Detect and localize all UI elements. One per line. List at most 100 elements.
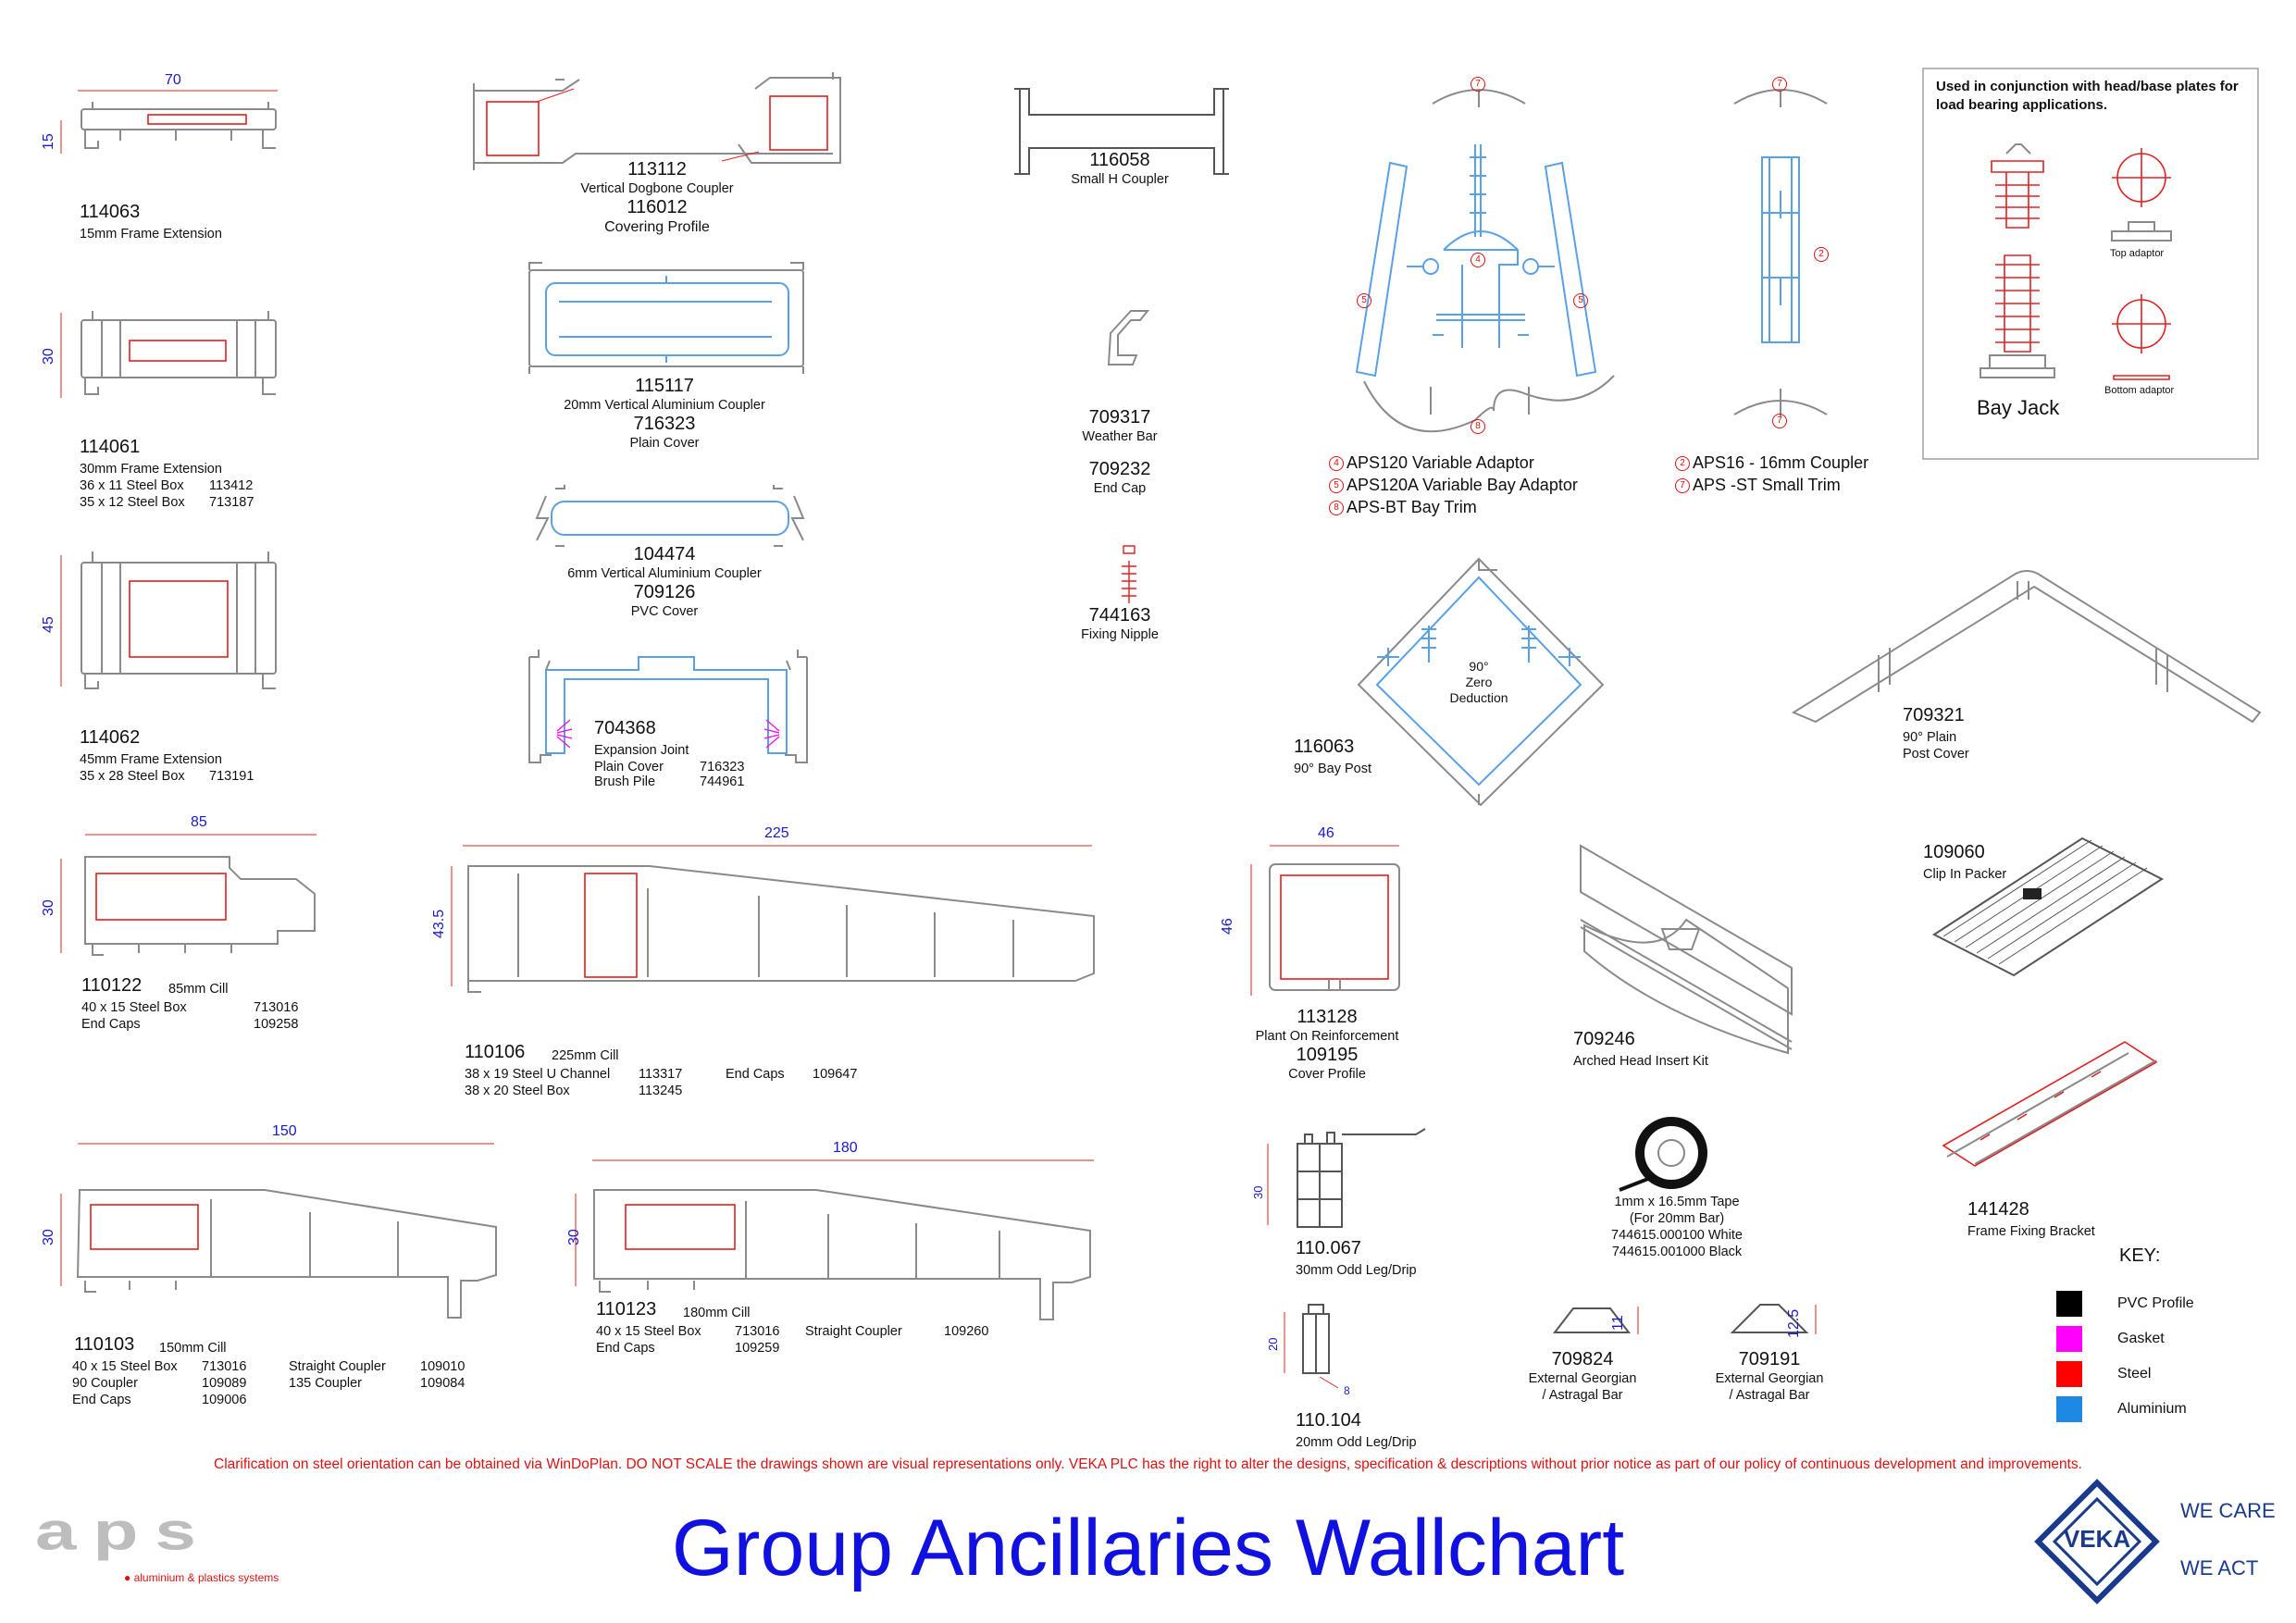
code-709232: 709232: [1088, 459, 1151, 479]
code-113112: 113112: [627, 159, 687, 180]
desc-116012: Covering Profile: [604, 219, 710, 236]
profile-709321-drawing: [1791, 570, 2262, 724]
key-item-steel: Steel: [2056, 1357, 2194, 1392]
label-113112: 113112 Vertical Dogbone Coupler 116012 C…: [566, 159, 748, 237]
desc-109060: Clip In Packer: [1923, 867, 2007, 882]
code-110104: 110.104: [1296, 1410, 1361, 1431]
label-113128: 113128 Plant On Reinforcement 109195 Cov…: [1244, 1007, 1410, 1083]
dim-width-110106: 225: [764, 825, 789, 841]
desc-104474: 6mm Vertical Aluminium Coupler: [567, 566, 762, 581]
dim-height-110122: 30: [41, 899, 56, 916]
label-709824: 709824 External Georgian / Astragal Bar: [1518, 1349, 1647, 1404]
dim-709191: 12.5: [1786, 1308, 1802, 1338]
key-swatch-steel: [2056, 1361, 2082, 1387]
desc-709126: PVC Cover: [630, 604, 699, 620]
code-114062: 114062: [80, 727, 141, 748]
code-744163: 744163: [1088, 605, 1151, 626]
bay-jack-top-adaptor: Top adaptor: [2110, 248, 2165, 259]
veka-logo: VEKA: [2032, 1477, 2162, 1606]
code-709126: 709126: [633, 582, 696, 603]
dim-width-113128: 46: [1318, 825, 1334, 841]
desc-709246: Arched Head Insert Kit: [1573, 1054, 1708, 1069]
desc-110122: 85mm Cill: [168, 982, 229, 997]
bay-jack-bottom-adaptor: Bottom adaptor: [2104, 385, 2175, 396]
label-709191: 709191 External Georgian / Astragal Bar: [1705, 1349, 1834, 1404]
dim-height-113128: 46: [1220, 918, 1235, 935]
desc-116058: Small H Coupler: [1071, 172, 1169, 187]
code-109195: 109195: [1296, 1045, 1359, 1066]
aps-logo: aps ● aluminium & plastics systems: [35, 1501, 279, 1584]
dim-height-114063: 15: [41, 133, 56, 150]
key-swatch-aluminium: [2056, 1396, 2082, 1422]
dim-height-110106: 43.5: [431, 909, 447, 938]
desc-114062: 45mm Frame Extension: [80, 752, 222, 767]
code-110103: 110103: [74, 1334, 135, 1355]
profile-709824-drawing: [1552, 1307, 1639, 1334]
profile-110122-drawing: [60, 834, 316, 956]
profile-110123-drawing: [575, 1159, 1094, 1320]
profile-709191-drawing: [1730, 1304, 1817, 1334]
dim-height-110067: 30: [1251, 1185, 1265, 1199]
desc-744163: Fixing Nipple: [1081, 627, 1159, 642]
code-116012: 116012: [627, 197, 688, 218]
disclaimer: Clarification on steel orientation can b…: [214, 1456, 2082, 1472]
desc-709321-line-2: Post Cover: [1903, 747, 1969, 762]
page-title: Group Ancillaries Wallchart: [671, 1504, 1625, 1592]
label-744163: 744163 Fixing Nipple: [1064, 605, 1175, 643]
aps-logo-mark: aps: [35, 1501, 213, 1561]
profile-141428-drawing: [1942, 1041, 2158, 1167]
dim-width-110103: 150: [272, 1123, 297, 1139]
desc-716323: Plain Cover: [629, 436, 700, 452]
key-item-gasket: Gasket: [2056, 1321, 2194, 1357]
desc-114063: 15mm Frame Extension: [80, 227, 222, 242]
code-110067: 110.067: [1296, 1238, 1361, 1258]
code-709824: 709824: [1551, 1349, 1614, 1369]
bay-jack-drawing: [1922, 68, 2259, 460]
profile-114062-drawing: [60, 551, 277, 689]
desc-115117: 20mm Vertical Aluminium Coupler: [564, 398, 765, 413]
code-110123: 110123: [596, 1299, 657, 1319]
desc-114061: 30mm Frame Extension: [80, 462, 222, 477]
dim-height-114061: 30: [41, 348, 56, 365]
desc-113128: Plant On Reinforcement: [1255, 1029, 1399, 1044]
profile-114061-drawing: [60, 311, 277, 398]
marker-7-bottom-right: 7: [1772, 413, 1790, 429]
dim-height-110103: 30: [41, 1229, 56, 1245]
marker-7-top-right: 7: [1772, 76, 1790, 93]
desc-110103: 150mm Cill: [159, 1341, 227, 1356]
key-heading: KEY:: [2119, 1245, 2161, 1266]
profile-109060-drawing: [1932, 836, 2164, 977]
dim-height-110104: 20: [1266, 1337, 1280, 1351]
veka-slogan-care: WE CARE: [2180, 1499, 2276, 1522]
code-116058: 116058: [1089, 150, 1150, 170]
code-110106: 110106: [465, 1042, 526, 1062]
profile-104474-drawing: [535, 485, 805, 547]
profile-744163-drawing: [1122, 545, 1136, 603]
profile-709317-drawing: [1107, 310, 1150, 365]
tape-roll-drawing: [1619, 1117, 1707, 1192]
code-116063: 116063: [1294, 737, 1355, 757]
profile-709246-drawing: [1580, 844, 1793, 1055]
dim-width-110104: 8: [1344, 1384, 1350, 1397]
marker-8: 8: [1471, 418, 1488, 435]
desc-709232: End Cap: [1093, 481, 1147, 496]
bay-post-center-note: 90° Zero Deduction: [1449, 659, 1508, 705]
bay-jack-note: Used in conjunction with head/base plate…: [1936, 79, 2239, 114]
key-swatch-gasket: [2056, 1326, 2082, 1352]
desc-116063: 90° Bay Post: [1294, 762, 1371, 776]
profile-116063-drawing: [1357, 557, 1605, 807]
